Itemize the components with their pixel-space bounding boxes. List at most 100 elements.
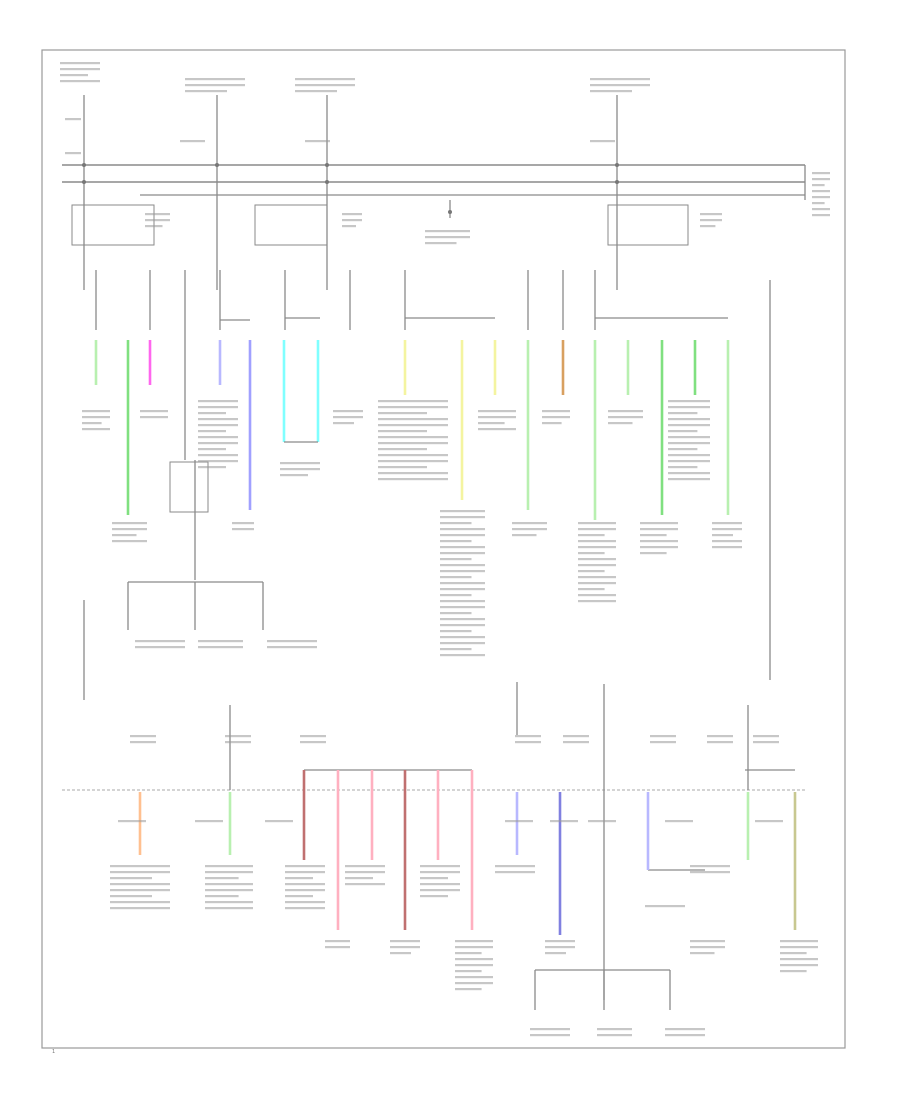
label-block-26	[440, 630, 472, 633]
label-block-23	[668, 442, 710, 445]
label-block-1	[185, 90, 227, 93]
label-block-14	[82, 410, 110, 413]
label-block-5	[65, 152, 81, 155]
label-block-66	[665, 1028, 705, 1031]
label-block-23	[668, 448, 698, 451]
label-block-54	[420, 871, 460, 874]
label-block-15	[140, 410, 168, 413]
label-block-11	[700, 219, 722, 222]
label-block-51	[205, 901, 253, 904]
label-block-14	[82, 428, 110, 431]
label-block-18	[333, 410, 363, 413]
label-block-28	[578, 522, 616, 525]
label-block-23	[668, 430, 698, 433]
label-block-28	[578, 582, 616, 585]
label-block-61	[545, 952, 566, 955]
label-block-28	[578, 558, 616, 561]
label-block-55	[495, 865, 535, 868]
label-block-44	[265, 820, 293, 823]
label-block-50	[110, 907, 170, 910]
label-block-54	[420, 889, 460, 892]
label-block-24	[112, 528, 147, 531]
label-block-9	[145, 225, 163, 228]
label-block-59	[390, 946, 420, 949]
label-block-26	[440, 570, 485, 573]
label-block-1	[185, 84, 245, 87]
label-block-16	[198, 430, 226, 433]
label-block-7	[305, 140, 330, 143]
label-block-25	[232, 528, 254, 531]
label-block-0	[60, 62, 100, 65]
label-block-3	[590, 78, 650, 81]
label-block-18	[333, 416, 363, 419]
label-block-28	[578, 570, 605, 573]
label-block-60	[455, 982, 493, 985]
label-block-48	[665, 820, 693, 823]
label-block-63	[780, 946, 818, 949]
label-block-20	[478, 428, 516, 431]
label-block-60	[455, 976, 493, 979]
label-block-19	[378, 424, 448, 427]
label-block-26	[440, 648, 472, 651]
label-block-63	[780, 952, 807, 955]
label-block-53	[345, 877, 373, 880]
label-block-30	[712, 540, 742, 543]
label-block-16	[198, 436, 238, 439]
top-colored-wires	[94, 340, 730, 520]
label-block-23	[668, 412, 698, 415]
label-block-26	[440, 594, 472, 597]
label-block-52	[285, 907, 325, 910]
label-block-23	[668, 472, 710, 475]
label-block-26	[440, 534, 485, 537]
label-block-19	[378, 418, 448, 421]
label-block-13	[812, 202, 825, 205]
label-block-46	[550, 820, 578, 823]
label-block-55	[495, 871, 535, 874]
label-block-26	[440, 558, 472, 561]
label-block-54	[420, 865, 460, 868]
label-block-51	[205, 877, 239, 880]
label-block-54	[420, 877, 448, 880]
top-splices	[127, 330, 318, 630]
label-block-41	[753, 735, 779, 738]
label-block-19	[378, 472, 448, 475]
label-block-39	[650, 741, 676, 744]
label-block-29	[640, 522, 678, 525]
label-block-6	[180, 140, 205, 143]
label-block-19	[378, 460, 448, 463]
label-block-28	[578, 528, 616, 531]
label-block-60	[455, 964, 493, 967]
label-block-21	[542, 416, 570, 419]
label-block-19	[378, 406, 448, 409]
label-block-53	[345, 883, 385, 886]
label-block-62	[690, 946, 725, 949]
label-block-16	[198, 466, 226, 469]
label-block-29	[640, 546, 678, 549]
label-block-19	[378, 454, 448, 457]
label-block-40	[707, 735, 733, 738]
label-block-34	[130, 735, 156, 738]
label-block-60	[455, 970, 482, 973]
label-block-52	[285, 865, 325, 868]
label-block-24	[112, 540, 147, 543]
label-block-59	[390, 952, 411, 955]
label-block-26	[440, 522, 472, 525]
label-block-18	[333, 422, 354, 425]
label-block-2	[295, 78, 355, 81]
label-block-26	[440, 540, 472, 543]
label-block-26	[440, 588, 485, 591]
label-block-0	[60, 68, 100, 71]
label-block-12	[425, 230, 470, 233]
label-block-0	[60, 74, 88, 77]
top-section	[62, 95, 806, 680]
label-block-31	[135, 640, 185, 643]
bottom-colored-wires	[138, 770, 797, 935]
label-block-64	[530, 1028, 570, 1031]
label-block-50	[110, 871, 170, 874]
label-block-50	[110, 895, 152, 898]
label-block-40	[707, 741, 733, 744]
label-block-20	[478, 410, 516, 413]
label-block-37	[515, 741, 541, 744]
label-block-51	[205, 907, 253, 910]
